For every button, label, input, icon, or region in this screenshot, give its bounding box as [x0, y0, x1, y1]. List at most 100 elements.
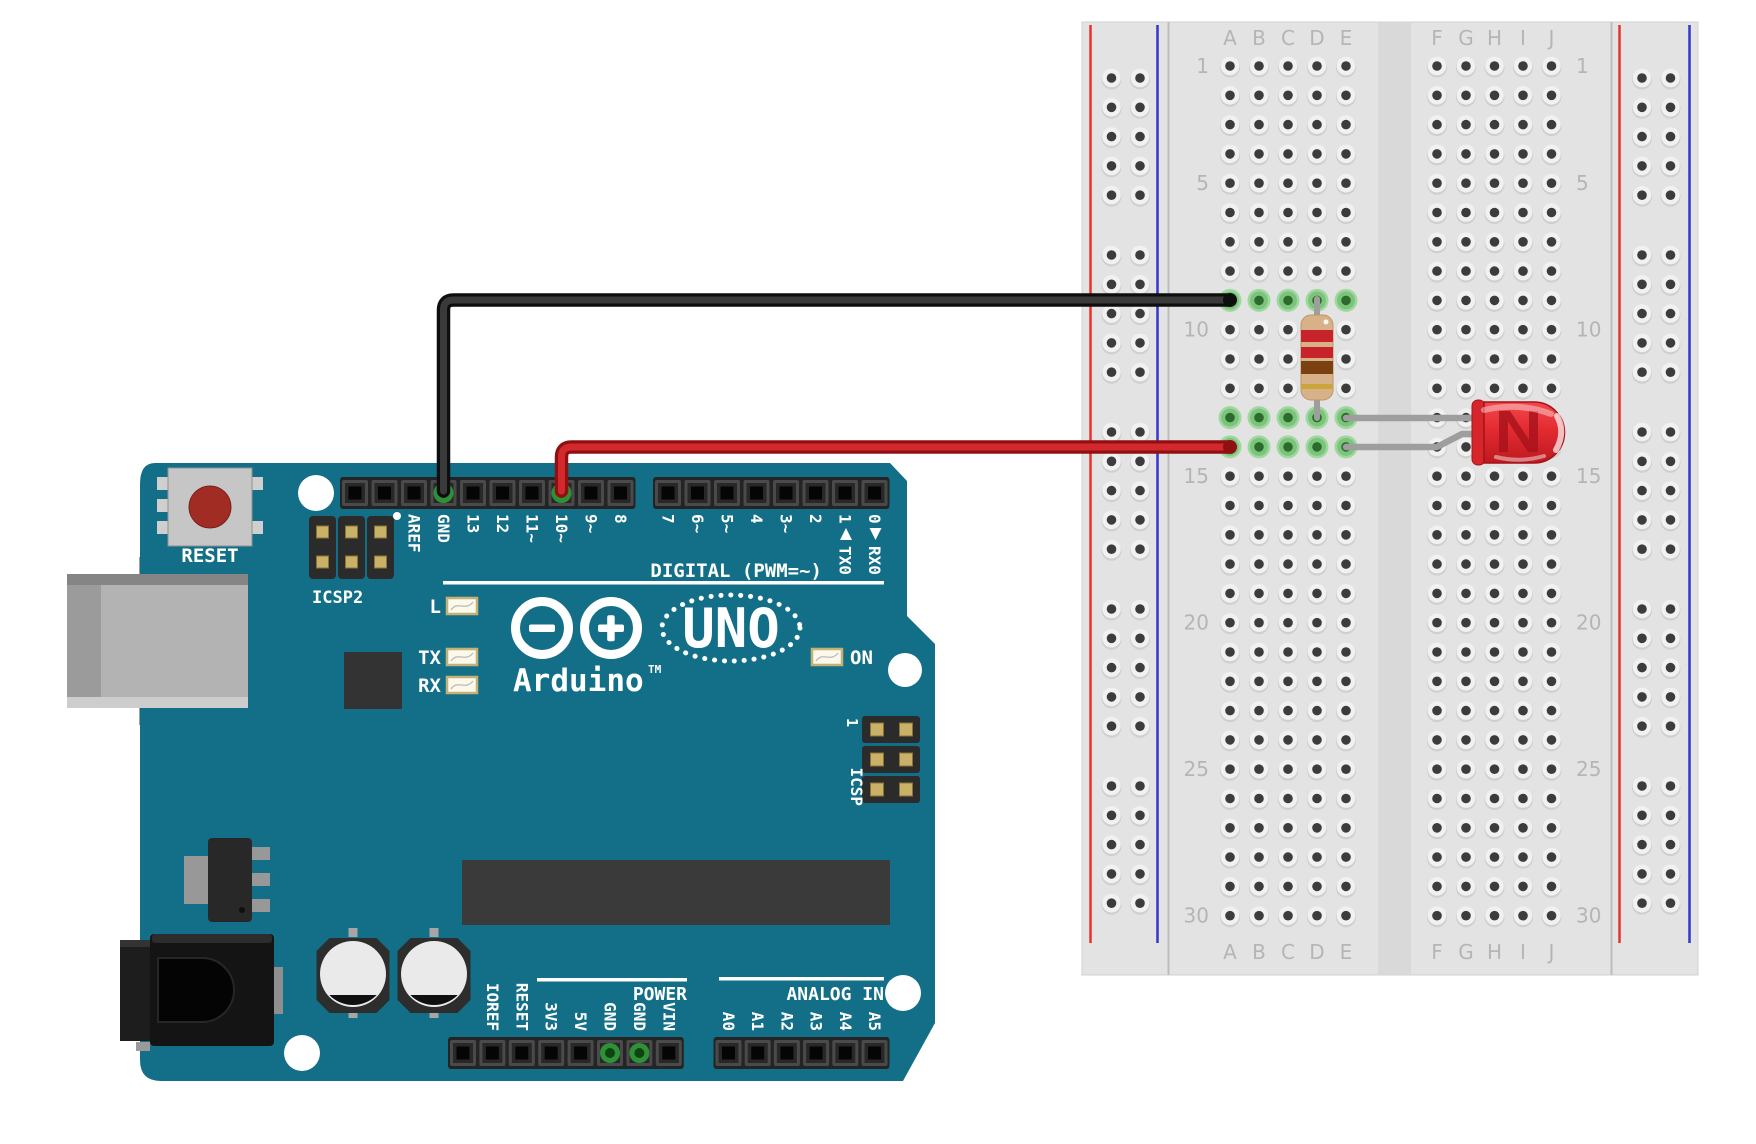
breadboard-hole[interactable]: [1513, 525, 1533, 547]
rail-hole[interactable]: [1101, 629, 1122, 650]
breadboard-hole[interactable]: [1456, 701, 1476, 723]
breadboard-hole[interactable]: [1336, 496, 1356, 517]
breadboard-hole[interactable]: [1427, 906, 1447, 928]
breadboard-hole[interactable]: [1307, 730, 1327, 752]
breadboard-hole[interactable]: [1220, 115, 1240, 137]
breadboard-hole[interactable]: [1307, 115, 1327, 137]
breadboard-hole[interactable]: [1541, 379, 1562, 400]
rail-hole[interactable]: [1130, 687, 1150, 709]
breadboard-hole[interactable]: [1220, 86, 1240, 107]
breadboard-hole[interactable]: [1220, 877, 1240, 898]
breadboard-hole[interactable]: [1218, 406, 1242, 430]
breadboard-hole[interactable]: [1336, 466, 1356, 488]
breadboard-hole[interactable]: [1278, 554, 1298, 576]
power-pin-gnd[interactable]: [626, 1040, 653, 1066]
breadboard-hole[interactable]: [1541, 642, 1562, 664]
rail-hole[interactable]: [1101, 776, 1122, 798]
breadboard-hole[interactable]: [1513, 642, 1533, 664]
rail-hole[interactable]: [1660, 245, 1681, 267]
breadboard-hole[interactable]: [1456, 349, 1476, 371]
breadboard-hole[interactable]: [1427, 642, 1447, 664]
breadboard-hole[interactable]: [1307, 525, 1327, 547]
breadboard-hole[interactable]: [1249, 642, 1269, 664]
breadboard-hole[interactable]: [1220, 906, 1240, 928]
breadboard-hole[interactable]: [1336, 320, 1356, 342]
breadboard-hole[interactable]: [1427, 554, 1447, 576]
breadboard-hole[interactable]: [1456, 173, 1476, 195]
analog-pin-a1[interactable]: [744, 1040, 771, 1066]
breadboard-hole[interactable]: [1513, 291, 1533, 312]
digital-a-pin-13[interactable]: [460, 480, 486, 506]
pin10-wire[interactable]: [554, 440, 1238, 498]
breadboard-hole[interactable]: [1513, 584, 1533, 605]
breadboard-hole[interactable]: [1427, 349, 1447, 371]
rail-hole[interactable]: [1101, 716, 1122, 738]
breadboard-hole[interactable]: [1276, 288, 1300, 312]
breadboard-hole[interactable]: [1456, 144, 1476, 166]
breadboard-hole[interactable]: [1220, 232, 1240, 254]
rail-hole[interactable]: [1660, 629, 1681, 650]
breadboard-hole[interactable]: [1220, 320, 1240, 342]
breadboard-hole[interactable]: [1278, 759, 1298, 781]
reset-button[interactable]: [157, 467, 263, 547]
breadboard-hole[interactable]: [1456, 584, 1476, 605]
breadboard-hole[interactable]: [1541, 261, 1562, 283]
breadboard-hole[interactable]: [1541, 115, 1562, 137]
breadboard-hole[interactable]: [1220, 847, 1240, 869]
breadboard-hole[interactable]: [1541, 584, 1562, 605]
breadboard-hole[interactable]: [1456, 818, 1476, 840]
rail-hole[interactable]: [1660, 539, 1681, 561]
breadboard-hole[interactable]: [1427, 789, 1447, 810]
icsp-pin[interactable]: [870, 722, 884, 737]
breadboard-hole[interactable]: [1276, 406, 1300, 430]
breadboard-hole[interactable]: [1541, 701, 1562, 723]
icsp2-pin[interactable]: [374, 525, 387, 539]
breadboard-hole[interactable]: [1220, 349, 1240, 371]
rail-hole[interactable]: [1130, 452, 1150, 473]
digital-b-pin-1[interactable]: [832, 480, 858, 506]
breadboard-hole[interactable]: [1541, 847, 1562, 869]
breadboard-hole[interactable]: [1541, 56, 1562, 78]
rail-hole[interactable]: [1632, 481, 1652, 503]
breadboard-hole[interactable]: [1249, 759, 1269, 781]
breadboard-hole[interactable]: [1541, 789, 1562, 810]
breadboard-hole[interactable]: [1513, 379, 1533, 400]
breadboard-hole[interactable]: [1427, 525, 1447, 547]
breadboard-hole[interactable]: [1541, 232, 1562, 254]
breadboard-hole[interactable]: [1456, 642, 1476, 664]
rail-hole[interactable]: [1660, 127, 1681, 149]
rail-hole[interactable]: [1632, 539, 1652, 561]
breadboard-hole[interactable]: [1456, 906, 1476, 928]
breadboard-hole[interactable]: [1336, 56, 1356, 78]
breadboard-hole[interactable]: [1249, 232, 1269, 254]
rail-hole[interactable]: [1130, 245, 1150, 267]
breadboard-hole[interactable]: [1427, 320, 1447, 342]
breadboard-hole[interactable]: [1249, 701, 1269, 723]
rail-hole[interactable]: [1101, 539, 1122, 561]
analog-pin-a2[interactable]: [773, 1040, 800, 1066]
gnd-wire[interactable]: [436, 293, 1238, 498]
breadboard-hole[interactable]: [1249, 613, 1269, 635]
digital-a-pin-aref[interactable]: [401, 480, 427, 506]
breadboard-hole[interactable]: [1427, 496, 1447, 517]
breadboard-hole[interactable]: [1249, 525, 1269, 547]
rail-hole[interactable]: [1660, 864, 1681, 886]
breadboard-hole[interactable]: [1427, 115, 1447, 137]
rail-hole[interactable]: [1632, 422, 1652, 444]
breadboard-hole[interactable]: [1307, 613, 1327, 635]
icsp-pin[interactable]: [870, 752, 884, 767]
breadboard-hole[interactable]: [1278, 144, 1298, 166]
breadboard-hole[interactable]: [1456, 466, 1476, 488]
breadboard-hole[interactable]: [1249, 56, 1269, 78]
breadboard-hole[interactable]: [1513, 701, 1533, 723]
breadboard-hole[interactable]: [1484, 847, 1505, 869]
breadboard-hole[interactable]: [1220, 818, 1240, 840]
breadboard-hole[interactable]: [1456, 789, 1476, 810]
breadboard-hole[interactable]: [1456, 525, 1476, 547]
breadboard-hole[interactable]: [1249, 877, 1269, 898]
breadboard-hole[interactable]: [1307, 906, 1327, 928]
rail-hole[interactable]: [1632, 275, 1652, 296]
breadboard-hole[interactable]: [1541, 144, 1562, 166]
breadboard-hole[interactable]: [1307, 203, 1327, 224]
icsp2-pin[interactable]: [345, 555, 358, 569]
